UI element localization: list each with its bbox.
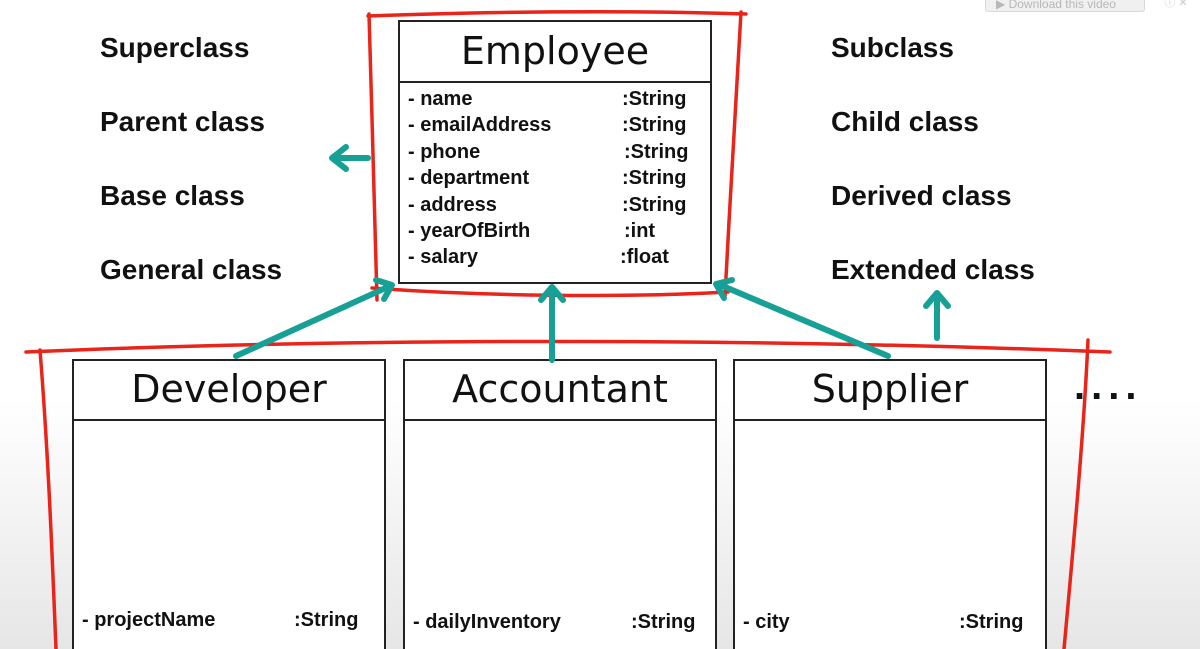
attribute-name: - city: [743, 611, 790, 633]
developer-class-title: Developer: [74, 361, 384, 421]
attribute-type: :String: [622, 88, 687, 110]
attribute-name: - department: [408, 167, 530, 189]
accountant-class-title: Accountant: [405, 361, 715, 421]
attribute-type: :float: [620, 246, 669, 268]
label-subclass: Subclass: [831, 32, 954, 63]
label-child-class: Child class: [831, 106, 979, 137]
attribute-type: :String: [631, 611, 696, 633]
more-subclasses-ellipsis: ....: [1074, 364, 1143, 408]
attribute-type: :String: [622, 167, 687, 189]
attribute-type: :String: [624, 141, 689, 163]
attribute-name: - projectName: [82, 609, 216, 631]
developer-to-employee-arrow: [233, 283, 393, 359]
label-general-class: General class: [100, 254, 283, 285]
employee-class-title: Employee: [400, 22, 710, 83]
play-icon: ▶: [996, 0, 1006, 11]
attribute-type: :String: [959, 611, 1024, 633]
supplier-to-employee-arrow: [715, 281, 891, 359]
label-base-class: Base class: [100, 180, 245, 211]
supplier-class-title: Supplier: [735, 361, 1045, 421]
supplier-class-box: Supplier - city :String: [733, 359, 1047, 649]
attribute-name: - yearOfBirth: [408, 220, 531, 242]
attribute-name: - emailAddress: [408, 114, 552, 136]
attribute-type: :String: [294, 609, 359, 631]
attribute-name: - address: [408, 194, 497, 216]
label-superclass: Superclass: [100, 32, 250, 63]
developer-class-box: Developer - projectName :String: [72, 359, 386, 649]
download-video-button[interactable]: ▶ Download this video: [985, 0, 1145, 12]
overlay-close-icons[interactable]: ⓘ ✕: [1164, 0, 1188, 9]
download-label: Download this video: [1008, 0, 1116, 11]
accountant-class-box: Accountant - dailyInventory :String: [403, 359, 717, 649]
label-extended-class: Extended class: [831, 254, 1035, 285]
attribute-name: - phone: [408, 141, 481, 163]
attribute-type: :int: [624, 220, 656, 242]
label-parent-class: Parent class: [100, 106, 265, 137]
attribute-name: - salary: [408, 246, 479, 268]
attribute-type: :String: [622, 194, 687, 216]
attribute-name: - name: [408, 88, 473, 110]
attribute-name: - dailyInventory: [413, 611, 561, 633]
employee-class-box: Employee - name :String - emailAddress :…: [398, 20, 712, 284]
label-derived-class: Derived class: [831, 180, 1012, 211]
attribute-type: :String: [622, 114, 687, 136]
